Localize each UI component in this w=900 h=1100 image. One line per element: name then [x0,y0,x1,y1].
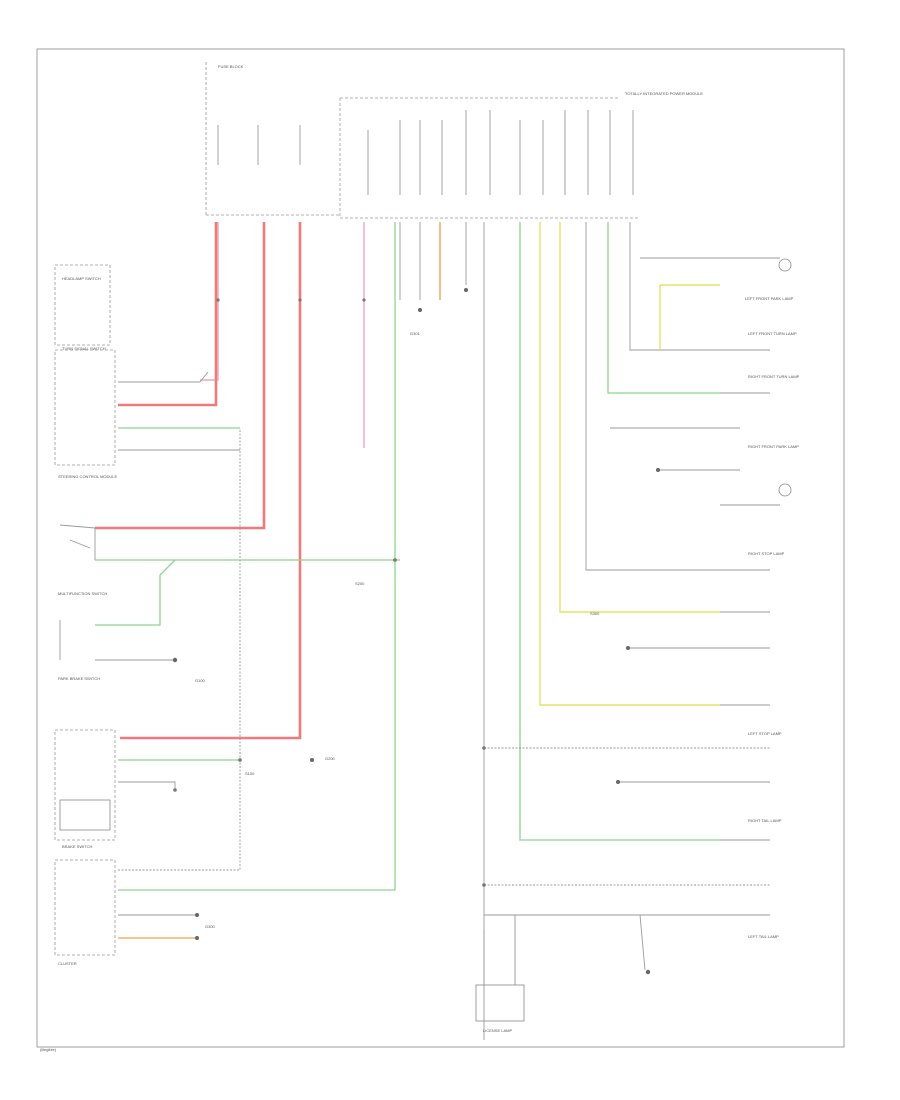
tipm: TOTALLY INTEGRATED POWER MODULE [339,91,703,219]
right-front-park-lamp-label: RIGHT FRONT PARK LAMP [748,444,799,449]
footer-code: (illegible) [40,1047,57,1052]
right-side-lamps: LEFT FRONT PARK LAMP LEFT FRONT TURN LAM… [484,258,800,975]
left-stop-lamp-label: LEFT STOP LAMP [748,731,782,736]
multifunction-switch: MULTIFUNCTION SWITCH PARK BRAKE SWITCH G… [58,524,400,683]
tipm-output-wires: G301 S200 [355,222,780,1040]
right-stop-lamp-label: RIGHT STOP LAMP [748,551,785,556]
ground-g300-label: G300 [205,924,216,929]
brake-switch: BRAKE SWITCH S100 G200 [54,729,336,849]
steering-control-module-label: STEERING CONTROL MODULE [58,474,118,479]
diagram-frame [36,48,845,1048]
headlamp-switch-label: HEADLAMP SWITCH [62,276,101,281]
turn-signal-switch-label: TURN SIGNAL SWITCH [62,346,106,351]
ground-g100-icon [172,657,178,663]
ground-g301-label: G301 [410,331,421,336]
multifunction-switch-label: MULTIFUNCTION SWITCH [58,591,107,596]
splice-s300-label: S300 [590,611,600,616]
left-front-turn-lamp-label: LEFT FRONT TURN LAMP [748,331,797,336]
fuse-block-label: FUSE BLOCK [218,64,244,69]
right-front-park-lamp-icon [778,483,792,497]
right-front-turn-lamp-label: RIGHT FRONT TURN LAMP [748,374,800,379]
ground-g200-label: G200 [325,756,336,761]
fuse-block: FUSE BLOCK [205,62,340,216]
left-front-park-lamp-label: LEFT FRONT PARK LAMP [745,296,794,301]
red-feed-wires [95,222,366,740]
license-lamp-icon [475,984,525,1022]
cluster-label: CLUSTER [58,961,77,966]
left-tail-lamp-label: LEFT TAIL LAMP [748,934,779,939]
ground-g100-label: G100 [195,678,206,683]
splice-s200-label: S200 [355,581,365,586]
brake-switch-label: BRAKE SWITCH [62,844,93,849]
headlamp-switch: HEADLAMP SWITCH TURN SIGNAL SWITCH [54,264,111,351]
park-brake-switch-label: PARK BRAKE SWITCH [58,676,100,681]
left-front-park-lamp-icon [778,258,792,272]
tipm-label: TOTALLY INTEGRATED POWER MODULE [625,91,703,96]
right-tail-lamp-label: RIGHT TAIL LAMP [748,818,782,823]
splice-s100-label: S100 [245,771,255,776]
ground-g200-icon [310,758,314,762]
license-lamp: LICENSE LAMP [475,915,525,1033]
steering-control-module: STEERING CONTROL MODULE [54,349,240,479]
cluster: CLUSTER G300 [54,222,396,966]
license-lamp-label: LICENSE LAMP [483,1028,512,1033]
